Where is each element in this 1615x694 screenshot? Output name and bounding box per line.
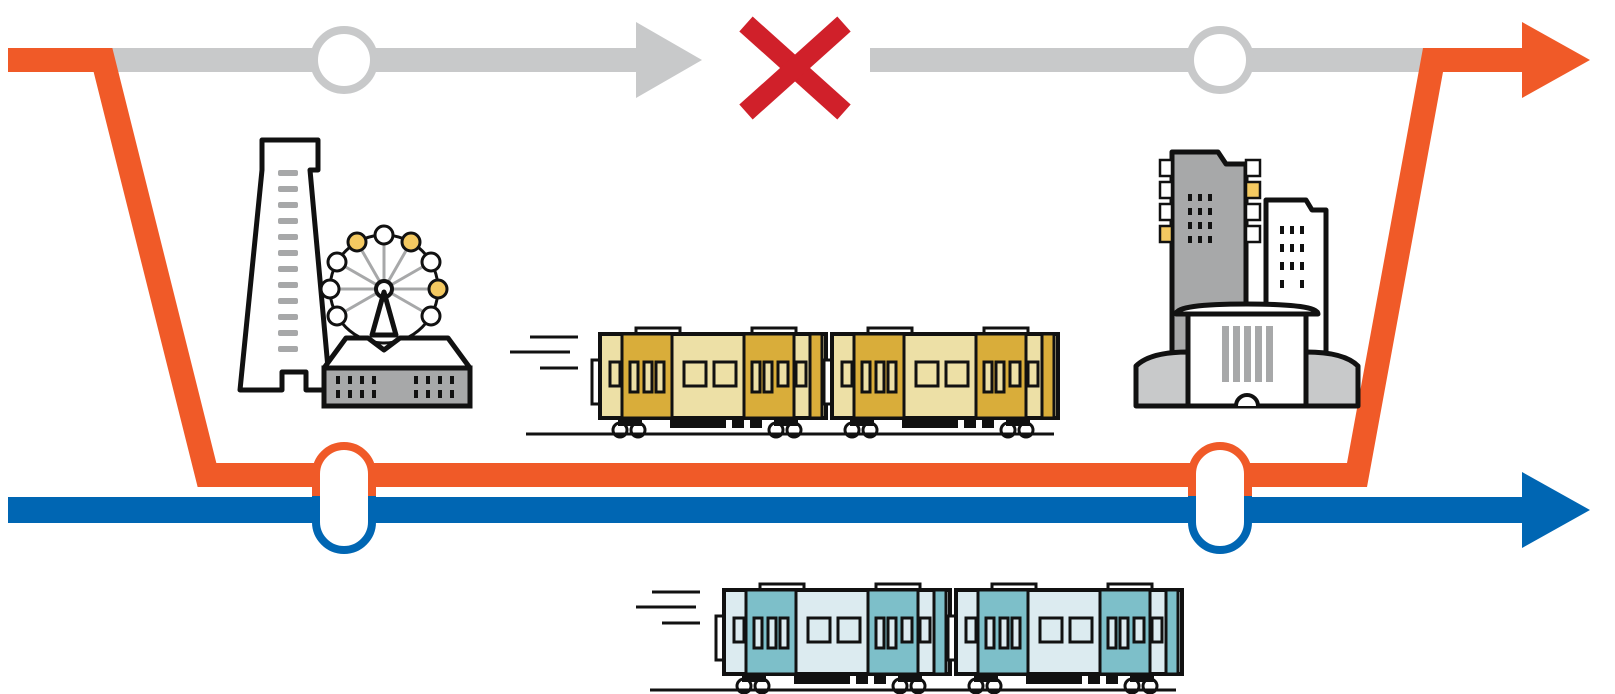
blue-train-icon <box>636 584 1182 693</box>
orange-arrow-head-icon <box>1522 22 1590 98</box>
warehouse-icon <box>324 338 470 406</box>
yellow-train-icon <box>510 328 1058 437</box>
yellow-train-car-2 <box>824 328 1058 437</box>
blue-arrow-head-icon <box>1522 472 1590 548</box>
transfer-station-left <box>316 446 372 550</box>
tower-ferris-wheel-warehouse-icon <box>240 140 470 406</box>
gray-station-marker-left <box>314 30 374 90</box>
blue-train-car-1 <box>716 584 950 693</box>
transfer-station-right <box>1192 446 1248 550</box>
gray-station-marker-right <box>1190 30 1250 90</box>
cross-icon <box>746 24 844 112</box>
gray-arrow-head-icon <box>636 22 702 98</box>
landmark-tower-icon <box>240 140 330 390</box>
station-building-highrise-icon <box>1136 152 1358 406</box>
speed-lines-icon <box>636 592 700 623</box>
yellow-train-car-1 <box>592 328 826 437</box>
blue-train-car-2 <box>948 584 1182 693</box>
speed-lines-icon <box>510 337 578 368</box>
ferris-wheel-icon <box>321 226 447 343</box>
